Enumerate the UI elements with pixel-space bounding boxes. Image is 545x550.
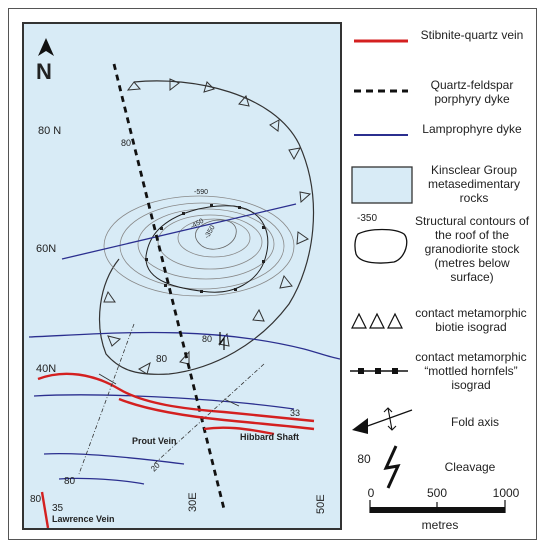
prout-vein-label: Prout Vein xyxy=(132,436,177,446)
scale-bar xyxy=(369,500,506,513)
fold-axis-markers xyxy=(98,373,240,407)
legend-swatch-kinsclear xyxy=(351,166,413,204)
fold-axis-icon xyxy=(352,407,413,434)
map-svg: N 80 N 60N 40N 30E 50E xyxy=(28,38,340,528)
dip-label-80-d: 80 xyxy=(64,476,76,487)
legend-swatch-stibnite xyxy=(354,39,408,43)
legend-label-biotite: contact metamorphic biotie isograd xyxy=(415,306,527,334)
legend-structural-value: -350 xyxy=(356,213,377,224)
legend-label-kinsclear: Kinsclear Group metasedimentary rocks xyxy=(427,163,521,205)
scale-unit: metres xyxy=(421,518,459,532)
dip-label-80-c: 80 xyxy=(156,354,168,365)
dip-label-80-e: 80 xyxy=(30,494,42,505)
hornfels-isograd xyxy=(145,204,269,293)
legend-swatch-lamprophyre xyxy=(354,134,408,136)
cleavage-symbol-icon xyxy=(219,332,225,350)
lawrence-vein-label: Lawrence Vein xyxy=(52,514,115,524)
grid-label-30e: 30E xyxy=(187,492,199,512)
legend-label-quartz-feldspar: Quartz-feldspar porphyry dyke xyxy=(430,78,514,106)
contour-label-350: -350 xyxy=(204,224,217,240)
legend-swatch-quartz-feldspar xyxy=(354,89,408,93)
stibnite-veins xyxy=(37,372,315,528)
hibbard-shaft-label: Hibbard Shaft xyxy=(240,432,299,442)
map-panel: N 80 N 60N 40N 30E 50E xyxy=(22,22,342,530)
grid-label-40n: 40N xyxy=(36,363,56,375)
grid-label-60n: 60N xyxy=(36,243,56,255)
scale-tick-0: 0 xyxy=(367,486,375,500)
legend-label-structural: Structural contours of the roof of the g… xyxy=(414,214,530,284)
dip-label-33: 33 xyxy=(290,408,300,418)
legend-swatch-biotite xyxy=(351,312,403,329)
fold-axes xyxy=(78,323,265,475)
scale-tick-1000: 1000 xyxy=(492,486,520,500)
contour-label-590: -590 xyxy=(194,189,208,196)
cleavage-icon xyxy=(383,445,401,489)
legend-label-fold-axis: Fold axis xyxy=(450,415,500,429)
biotite-isograd xyxy=(98,78,315,375)
legend-swatch-hornfels xyxy=(350,368,408,374)
dip-label-80-a: 80 xyxy=(121,138,131,148)
dip-label-20: 20 xyxy=(149,460,162,473)
dip-label-80-b: 80 xyxy=(202,334,212,344)
legend-swatch-structural xyxy=(354,228,408,264)
legend-label-stibnite: Stibnite-quartz vein xyxy=(420,28,524,42)
north-label: N xyxy=(36,59,52,84)
grid-label-80n: 80 N xyxy=(38,125,61,137)
grid-label-50e: 50E xyxy=(315,494,327,514)
legend-label-cleavage: Cleavage xyxy=(444,460,496,474)
scale-tick-500: 500 xyxy=(426,486,448,500)
legend-label-lamprophyre: Lamprophyre dyke xyxy=(422,122,522,136)
legend-label-hornfels: contact metamorphic “mottled hornfels” i… xyxy=(415,350,527,392)
dip-label-35: 35 xyxy=(52,503,64,514)
legend-cleavage-value: 80 xyxy=(357,452,371,466)
north-arrow-icon xyxy=(38,38,54,56)
lamprophyre-dykes xyxy=(28,203,340,485)
